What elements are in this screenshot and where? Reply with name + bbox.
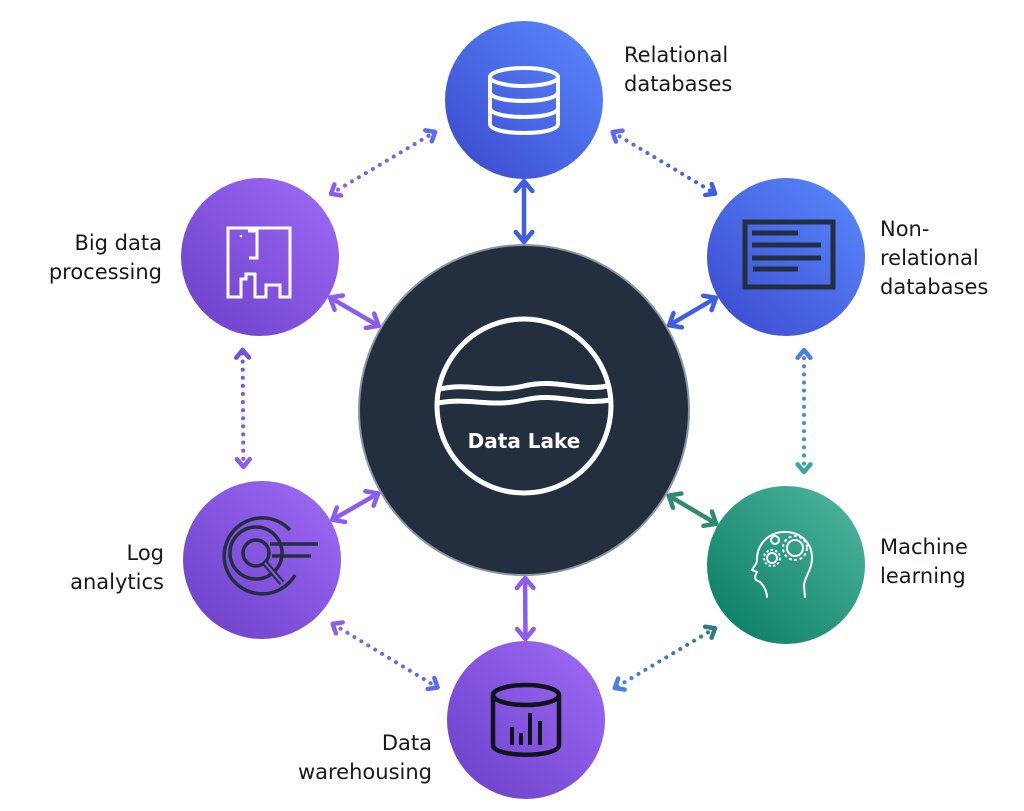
dotted-line: [610, 130, 718, 196]
connector-data-warehousing: [514, 575, 536, 642]
arrowhead-node: [514, 626, 536, 642]
arrowhead-end: [234, 347, 252, 360]
arrowhead-hub: [514, 575, 536, 591]
arrowhead-hub: [666, 310, 685, 330]
data-lake-hub: Data Lake: [358, 244, 690, 576]
node-circle: [181, 178, 339, 336]
elephant-icon: [226, 226, 292, 299]
arrowhead-hub: [363, 311, 381, 331]
arrowhead-end: [795, 462, 813, 475]
arrowhead-node: [327, 293, 346, 313]
dotted-line: [330, 621, 440, 690]
arrowhead-node: [330, 505, 348, 525]
arrowhead-end: [423, 128, 438, 144]
node-circle: [447, 641, 605, 799]
label-log-analytics: Log analytics: [70, 539, 164, 597]
node-circle: [707, 486, 865, 644]
arrowhead-node: [701, 509, 719, 529]
arrowhead-start: [610, 128, 625, 144]
arrowhead-start: [234, 456, 252, 470]
dotted-link-relational-nonrelational: [610, 128, 718, 198]
connector-big-data: [327, 293, 381, 331]
dotted-link-nonrelational-machine-learning: [795, 347, 813, 475]
lake-icon: [434, 316, 614, 496]
connector-line: [328, 295, 380, 328]
label-machine-learning: Machine learning: [880, 533, 968, 591]
arrowhead-start: [328, 182, 344, 198]
node-nonrelational-databases[interactable]: [707, 178, 865, 336]
dotted-line: [329, 129, 438, 196]
label-line: databases: [624, 72, 733, 96]
label-line: Machine: [880, 535, 968, 559]
label-line: Log: [126, 541, 164, 565]
label-relational-databases: Relational databases: [624, 41, 732, 99]
label-nonrelational-databases: Non- relational databases: [880, 215, 988, 302]
connector-log-analytics: [330, 489, 381, 525]
brain-gears-icon: [750, 530, 814, 599]
arrowhead-hub: [513, 229, 535, 245]
connector-relational: [513, 178, 535, 245]
arrowhead-hub: [666, 491, 684, 511]
hub-circle: [360, 246, 688, 574]
label-line: Big data: [74, 231, 162, 255]
label-line: relational: [880, 246, 979, 270]
connector-line: [331, 491, 380, 522]
label-line: databases: [880, 275, 989, 299]
node-data-warehousing[interactable]: [447, 641, 605, 799]
connector-nonrelational: [666, 293, 719, 330]
label-line: analytics: [70, 570, 164, 594]
label-line: Non-: [880, 217, 930, 241]
database-stack-icon: [488, 66, 560, 135]
connector-line: [667, 295, 718, 328]
arrowhead-end: [702, 181, 718, 198]
connector-line: [667, 493, 718, 526]
database-chart-icon: [490, 682, 562, 757]
dotted-link-big-data-relational: [328, 128, 438, 198]
arrowhead-end: [330, 620, 345, 636]
node-machine-learning[interactable]: [707, 486, 865, 644]
dotted-links: [234, 128, 813, 692]
arrowhead-node: [700, 293, 719, 313]
node-log-analytics[interactable]: [183, 481, 341, 639]
dotted-line: [240, 347, 246, 469]
hub-title: Data Lake: [468, 429, 581, 453]
arrowhead-node: [513, 178, 535, 194]
dotted-link-data-warehousing-log-analytics: [330, 620, 440, 692]
target-search-icon: [222, 516, 318, 596]
arrowhead-end: [612, 676, 627, 692]
label-line: warehousing: [297, 760, 432, 784]
node-relational-databases[interactable]: [445, 21, 603, 179]
label-line: processing: [48, 260, 162, 284]
document-list-icon: [742, 219, 836, 290]
label-data-warehousing: Data warehousing: [298, 729, 432, 787]
label-big-data-processing: Big data processing: [49, 229, 162, 287]
arrowhead-hub: [363, 489, 381, 508]
arrowhead-start: [795, 347, 813, 361]
arrowhead-start: [702, 624, 718, 640]
solid-connectors: [327, 178, 719, 642]
node-circle: [183, 481, 341, 639]
dotted-link-machine-learning-data-warehousing: [612, 624, 718, 692]
connector-machine-learning: [666, 491, 719, 529]
label-line: Data: [381, 731, 432, 755]
dotted-line: [612, 626, 718, 691]
label-line: learning: [880, 564, 966, 588]
dotted-link-log-analytics-big-data: [234, 347, 252, 470]
label-line: Relational: [624, 43, 729, 67]
node-big-data-processing[interactable]: [181, 178, 339, 336]
arrowhead-start: [425, 675, 440, 692]
